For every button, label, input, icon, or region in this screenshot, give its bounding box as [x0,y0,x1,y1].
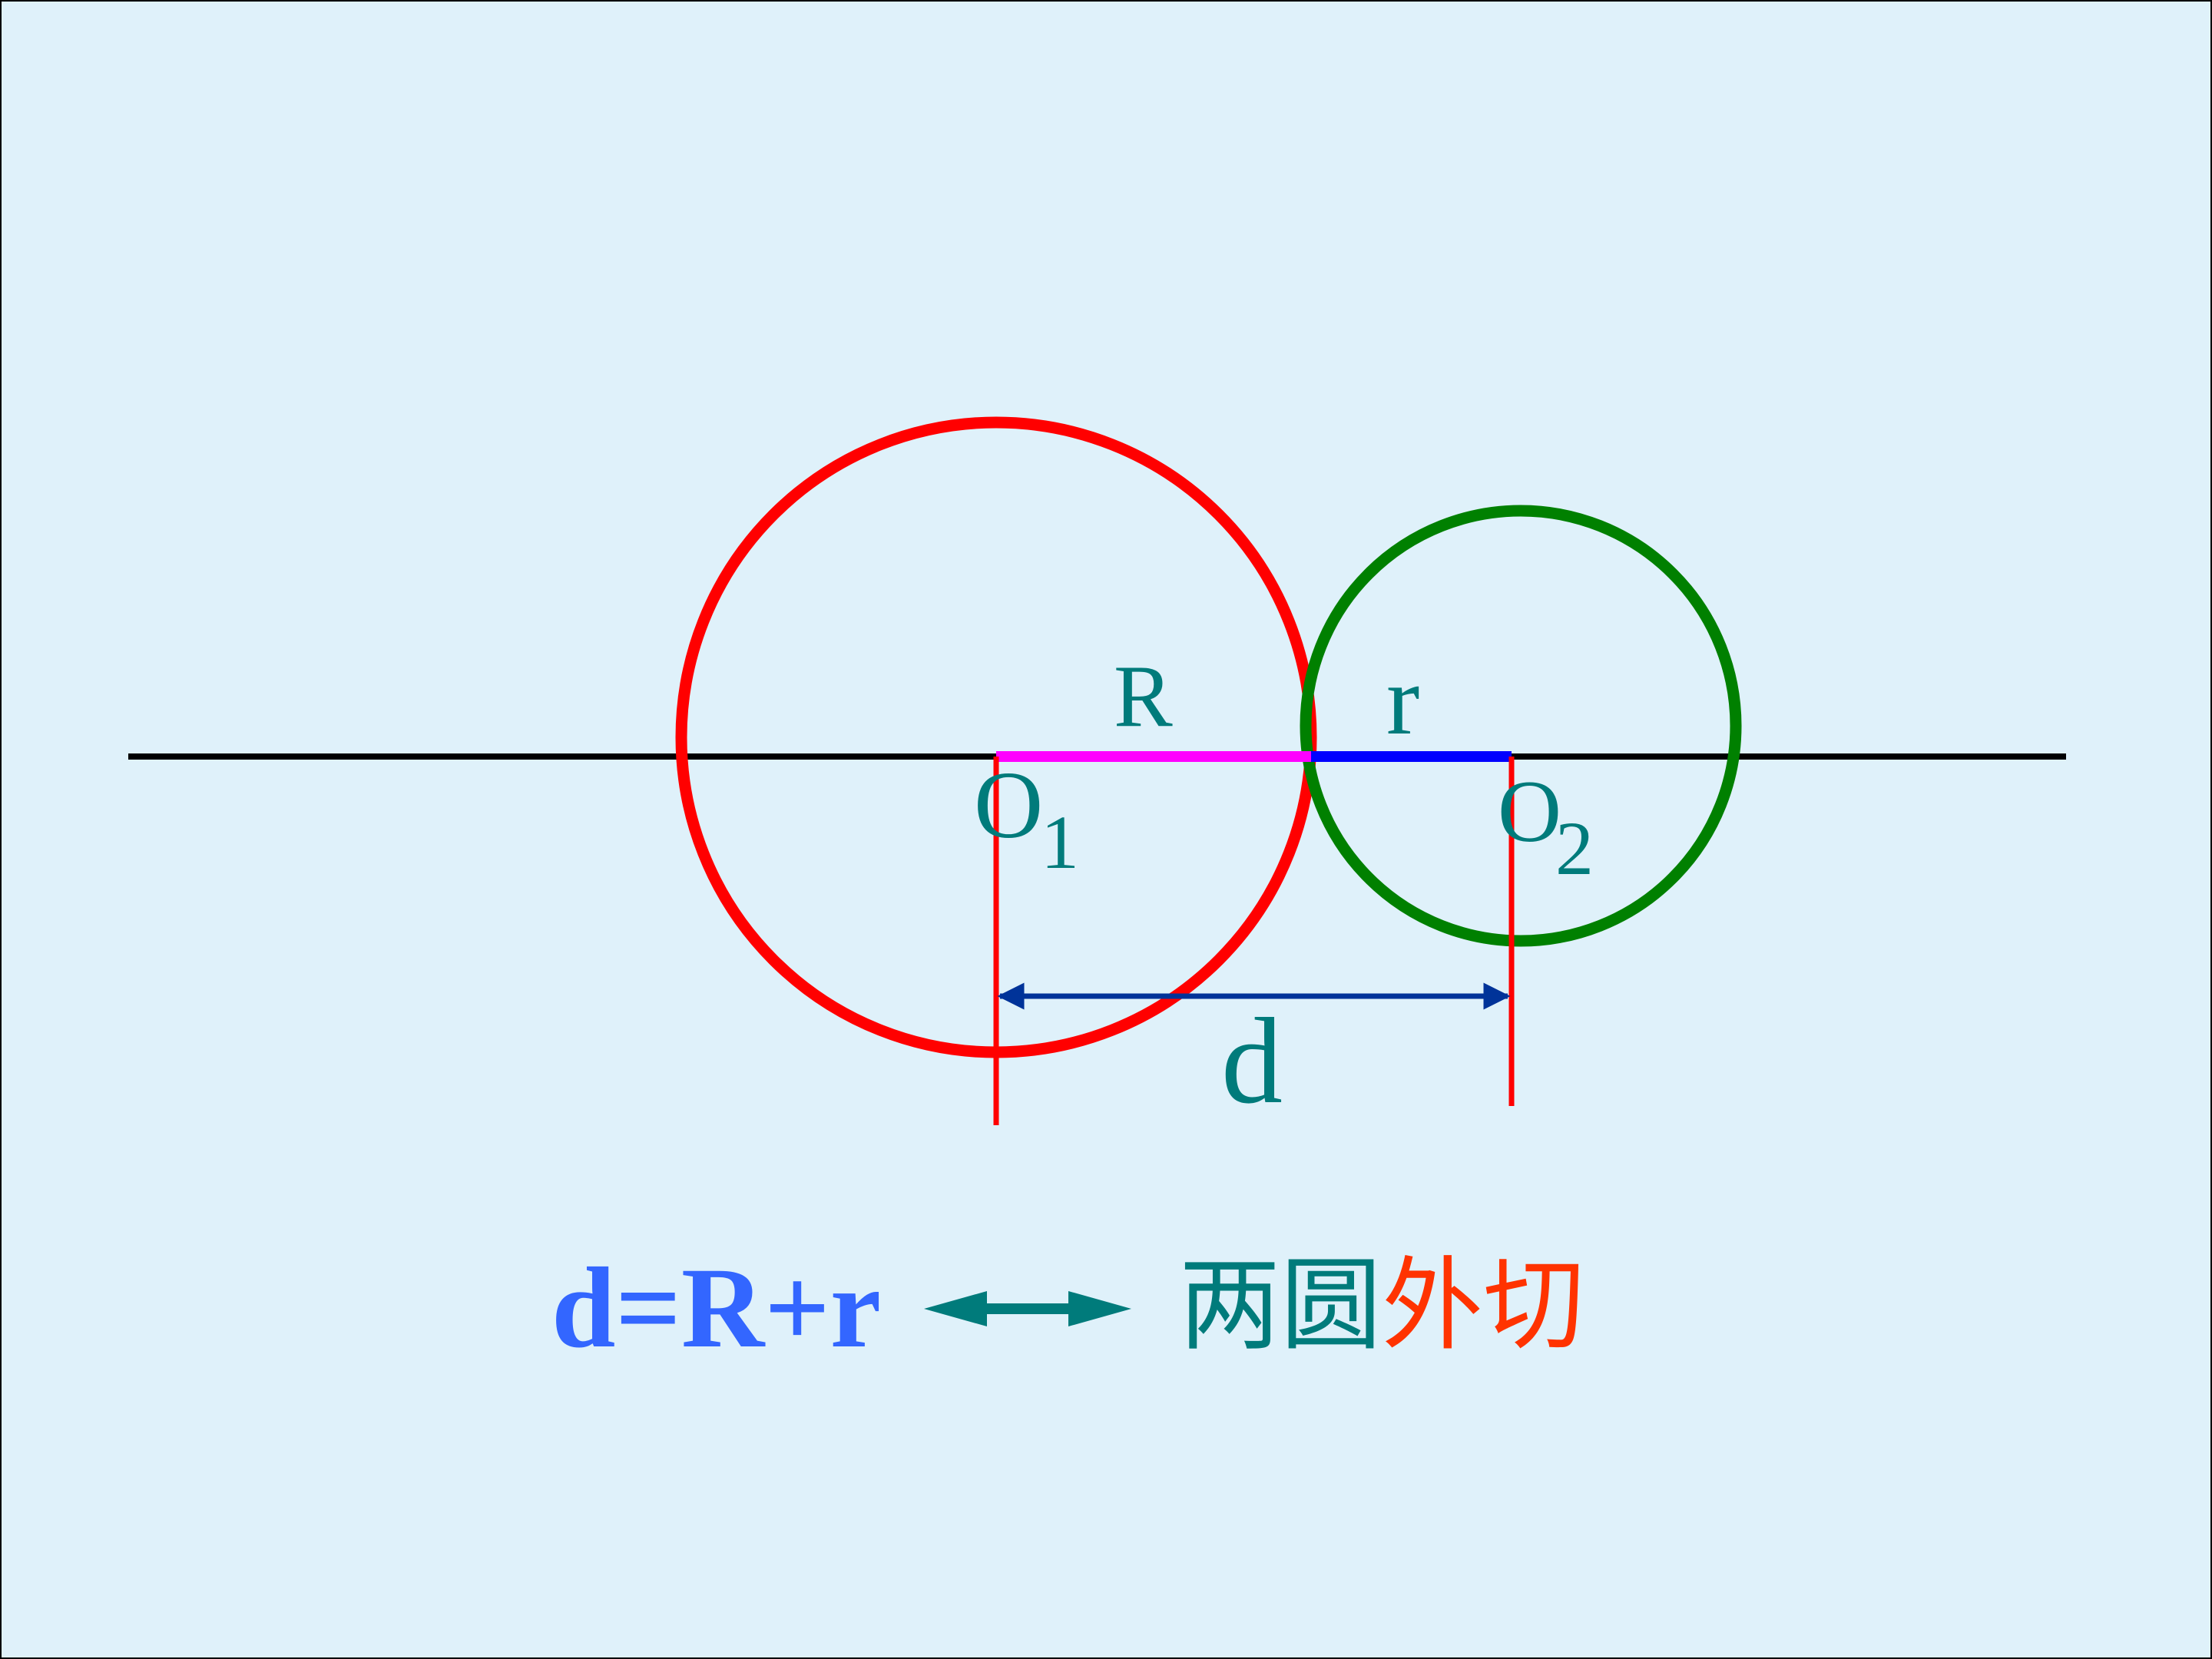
statement-part-two-circles: 两圆 [1179,1247,1382,1365]
label-R: R [1114,647,1173,745]
formula-text: d=R+r [551,1244,881,1372]
label-O2: O [1498,763,1561,860]
statement-part-externally-tangent: 外切 [1382,1247,1584,1365]
label-O1-subscript: 1 [1041,800,1079,885]
double-arrow-icon [924,1291,1131,1326]
label-d: d [1221,992,1283,1129]
label-O2-subscript: 2 [1555,806,1594,891]
label-r: r [1386,645,1419,756]
label-O1: O [974,753,1043,859]
statement-text: 两圆外切 [1179,1247,1584,1365]
circle-o2 [1300,505,1742,947]
